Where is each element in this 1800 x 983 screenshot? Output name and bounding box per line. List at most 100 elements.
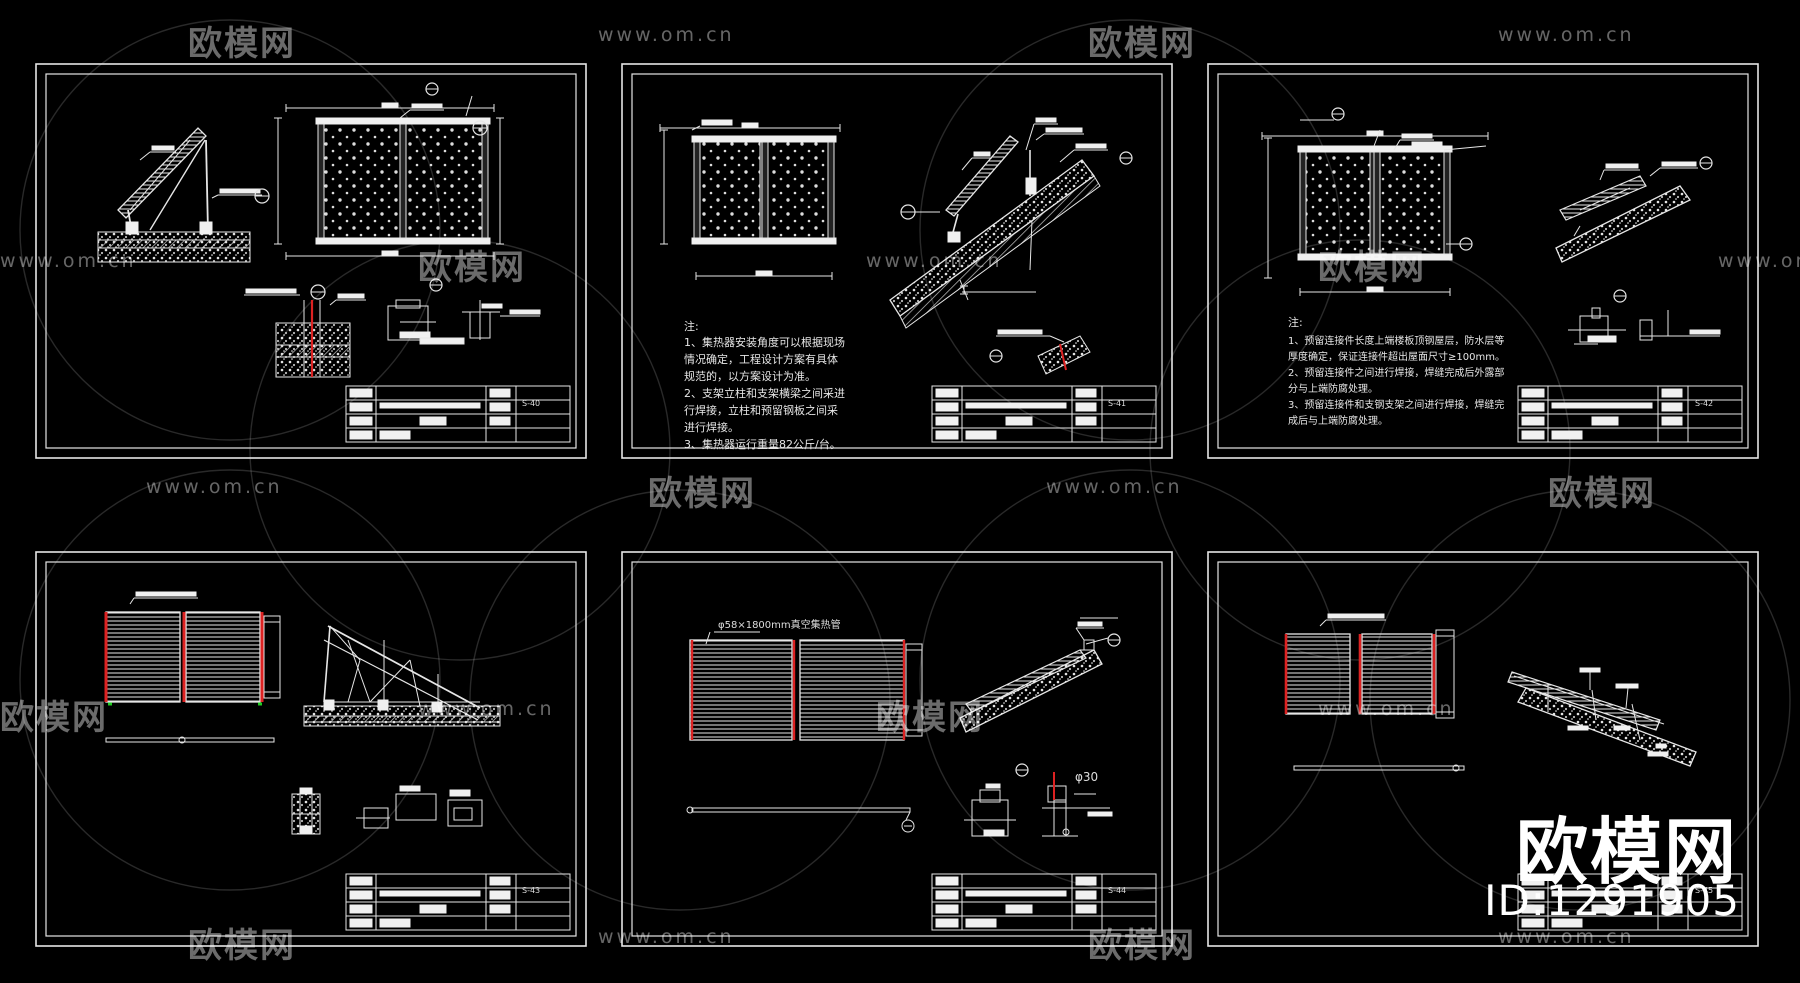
collector-front-view [755, 270, 773, 276]
sheet-frame [35, 63, 587, 459]
callout-leader [1035, 117, 1057, 123]
callout-leader [1443, 145, 1487, 151]
title-block [1075, 402, 1097, 412]
detail-1 [997, 329, 1043, 335]
watermark-brand: 欧模网 [418, 248, 526, 288]
support-frame [329, 625, 361, 661]
collector-side-view [1579, 187, 1631, 211]
sheet-3-notes-title: 注: [1288, 316, 1303, 329]
title-block [935, 904, 959, 914]
title-block [1521, 904, 1545, 914]
collector-front-view [381, 250, 399, 256]
title-block [349, 402, 373, 412]
callout-leader [1411, 141, 1443, 147]
title-block [965, 402, 1067, 409]
collector-side-view [945, 135, 1019, 217]
collector-front-view [1435, 629, 1455, 719]
collector-side-view [129, 139, 191, 211]
title-block [1551, 402, 1653, 409]
collector-front-view [381, 102, 399, 108]
collector-side-view [965, 649, 1087, 713]
watermark-brand: 欧模网 [188, 24, 296, 64]
sheet-4-number: S-43 [522, 886, 541, 895]
detail-1 [299, 787, 313, 795]
watermark-brand: 欧模网 [1088, 926, 1196, 966]
collector-front-view [401, 121, 487, 241]
title-block [489, 890, 511, 900]
detail-2 [447, 799, 483, 827]
support-frame [347, 639, 371, 703]
title-block [489, 416, 511, 426]
title-block [965, 430, 997, 440]
title-block [1661, 416, 1683, 426]
watermark-url: www.om.cn [1046, 476, 1183, 498]
detail-1 [1059, 343, 1067, 371]
sheet-2-number: S-41 [1108, 399, 1127, 408]
tube-size-label: φ58×1800mm真空集热管 [718, 620, 841, 631]
base-bar [686, 806, 694, 814]
detail-1 [337, 293, 365, 299]
collector-front-view [1285, 633, 1351, 715]
detail-2 [1587, 335, 1617, 343]
support-frame [409, 659, 421, 707]
collector-side-view [1513, 675, 1665, 725]
watermark-url: www.om.cn [1318, 698, 1455, 720]
collector-front-view [1319, 619, 1327, 627]
title-block [1521, 430, 1545, 440]
detail-2 [1053, 799, 1067, 837]
watermark-brand: 欧模网 [648, 474, 756, 514]
collector-front-view [1361, 633, 1433, 715]
watermark-brand: 欧模网 [876, 698, 984, 738]
collector-front-view [741, 122, 759, 128]
detail-1 [329, 299, 337, 306]
title-block [1005, 416, 1033, 426]
base-bar [178, 736, 186, 744]
title-block [1075, 388, 1097, 398]
detail-2 [1591, 307, 1601, 319]
roof-base [97, 239, 251, 249]
title-block [1075, 876, 1097, 886]
collector-front-view [695, 139, 765, 241]
support-frame [369, 659, 411, 703]
roof-slope [1517, 687, 1697, 767]
detail-2 [1087, 811, 1113, 817]
roof-slope [899, 175, 1101, 329]
title-block [419, 904, 447, 914]
title-block [1521, 918, 1545, 928]
sheet-frame [621, 551, 1173, 947]
watermark-url: www.om.cn [146, 476, 283, 498]
sheet-3-number: S-42 [1695, 399, 1714, 408]
detail-1 [1037, 335, 1091, 375]
title-block [1075, 904, 1097, 914]
title-block [349, 388, 373, 398]
sheet-frame [35, 551, 587, 947]
collector-front-view [693, 141, 701, 239]
title-block [1521, 890, 1545, 900]
collector-side-view [1591, 689, 1597, 721]
callout-leader [1025, 123, 1035, 151]
title-block [935, 876, 959, 886]
watermark-brand: 欧模网 [1548, 474, 1656, 514]
roof-base [323, 699, 335, 711]
collector-front-view [689, 639, 793, 741]
callout-leader [1393, 139, 1401, 151]
sheet-frame [621, 63, 1173, 459]
collector-front-view [263, 615, 281, 699]
title-block [379, 402, 481, 409]
callout-leader [1615, 683, 1639, 689]
callout-leader [399, 109, 411, 119]
collector-side-view [149, 139, 206, 231]
watermark-url: www.om.cn [418, 698, 555, 720]
detail-2 [395, 793, 437, 821]
callout-leader [1573, 225, 1581, 237]
title-block [935, 430, 959, 440]
title-block [935, 388, 959, 398]
detail-2 [399, 785, 421, 792]
sheet-1-number: S-40 [522, 399, 541, 408]
title-block [935, 890, 959, 900]
title-block [1075, 416, 1097, 426]
title-block [1521, 876, 1545, 886]
collector-front-view [185, 611, 261, 703]
detail-2 [1062, 828, 1070, 836]
